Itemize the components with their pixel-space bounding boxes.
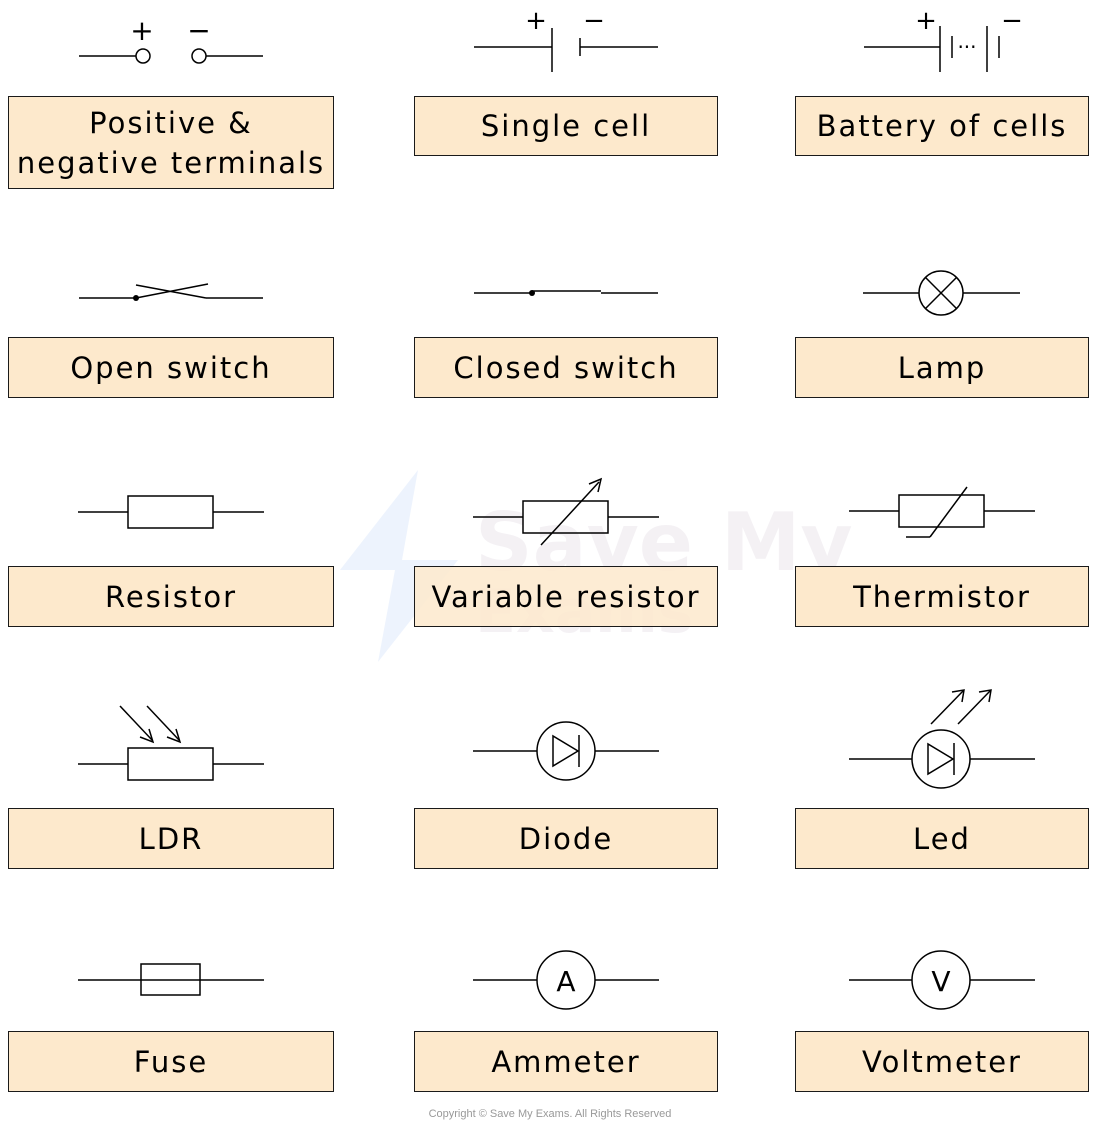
label-ammeter: Ammeter xyxy=(414,1031,718,1092)
label-open-switch: Open switch xyxy=(8,337,334,398)
label-led: Led xyxy=(795,808,1089,869)
voltmeter-symbol-icon: V xyxy=(849,950,1035,1010)
minus-sign: − xyxy=(187,14,210,47)
label-closed-switch: Closed switch xyxy=(414,337,718,398)
open-switch-symbol-icon xyxy=(79,283,263,301)
fuse-symbol-icon xyxy=(78,963,264,996)
label-terminals: Positive & negative terminals xyxy=(8,96,334,189)
closed-switch-symbol-icon xyxy=(474,290,658,296)
variable-resistor-symbol-icon xyxy=(473,477,659,546)
diode-symbol-icon xyxy=(473,721,659,781)
led-symbol-icon xyxy=(849,689,1035,789)
plus-sign: + xyxy=(525,6,547,36)
plus-sign: + xyxy=(915,6,937,36)
label-ldr: LDR xyxy=(8,808,334,869)
copyright-notice: Copyright © Save My Exams. All Rights Re… xyxy=(428,1108,672,1120)
minus-sign: − xyxy=(583,6,605,36)
label-battery: Battery of cells xyxy=(795,96,1089,156)
resistor-symbol-icon xyxy=(78,495,264,529)
watermark-bolt-icon xyxy=(340,470,458,662)
label-diode: Diode xyxy=(414,808,718,869)
label-thermistor: Thermistor xyxy=(795,566,1089,627)
minus-sign: − xyxy=(1001,6,1023,36)
label-voltmeter: Voltmeter xyxy=(795,1031,1089,1092)
battery-symbol-icon: ··· + − xyxy=(864,6,1023,72)
ammeter-letter: A xyxy=(556,965,575,998)
label-resistor: Resistor xyxy=(8,566,334,627)
label-variable-resistor: Variable resistor xyxy=(414,566,718,627)
ldr-symbol-icon xyxy=(78,705,264,781)
battery-dots: ··· xyxy=(957,35,976,59)
thermistor-symbol-icon xyxy=(849,486,1035,538)
label-single-cell: Single cell xyxy=(414,96,718,156)
voltmeter-letter: V xyxy=(931,965,950,998)
single-cell-symbol-icon: + − xyxy=(474,6,658,72)
lamp-symbol-icon xyxy=(863,270,1020,316)
label-fuse: Fuse xyxy=(8,1031,334,1092)
label-lamp: Lamp xyxy=(795,337,1089,398)
ammeter-symbol-icon: A xyxy=(473,950,659,1010)
terminals-symbol-icon: + − xyxy=(79,14,263,64)
plus-sign: + xyxy=(130,14,153,47)
